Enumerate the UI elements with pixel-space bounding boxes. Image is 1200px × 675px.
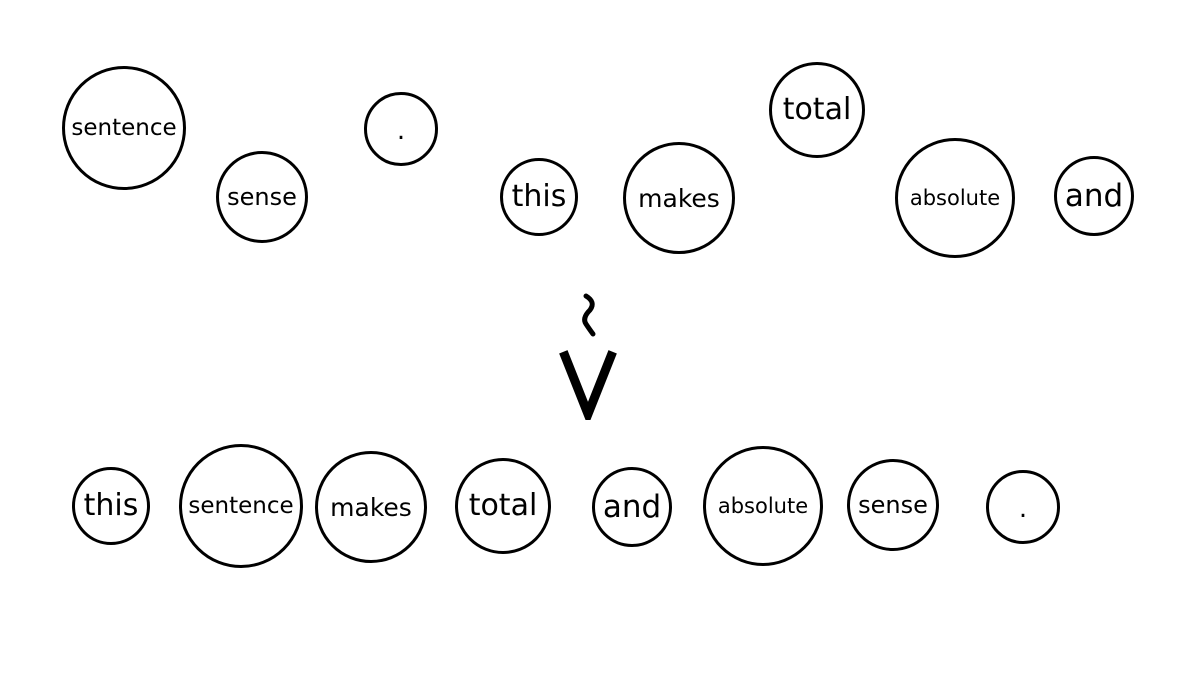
- word-bubble-makes: makes: [623, 142, 735, 254]
- word-bubble-period: .: [986, 470, 1060, 544]
- word-bubble-and: and: [592, 467, 672, 547]
- word-bubble-sentence: sentence: [62, 66, 186, 190]
- word-bubble-total: total: [769, 62, 865, 158]
- word-bubble-this: this: [500, 158, 578, 236]
- word-bubble-absolute: absolute: [895, 138, 1015, 258]
- word-bubble-sense: sense: [847, 459, 939, 551]
- word-bubble-sense: sense: [216, 151, 308, 243]
- word-bubble-makes: makes: [315, 451, 427, 563]
- word-bubble-period: .: [364, 92, 438, 166]
- word-bubble-absolute: absolute: [703, 446, 823, 566]
- word-bubble-sentence: sentence: [179, 444, 303, 568]
- word-bubble-and: and: [1054, 156, 1134, 236]
- word-bubble-this: this: [72, 467, 150, 545]
- squiggle-down-arrow-icon: [556, 290, 620, 427]
- word-bubble-total: total: [455, 458, 551, 554]
